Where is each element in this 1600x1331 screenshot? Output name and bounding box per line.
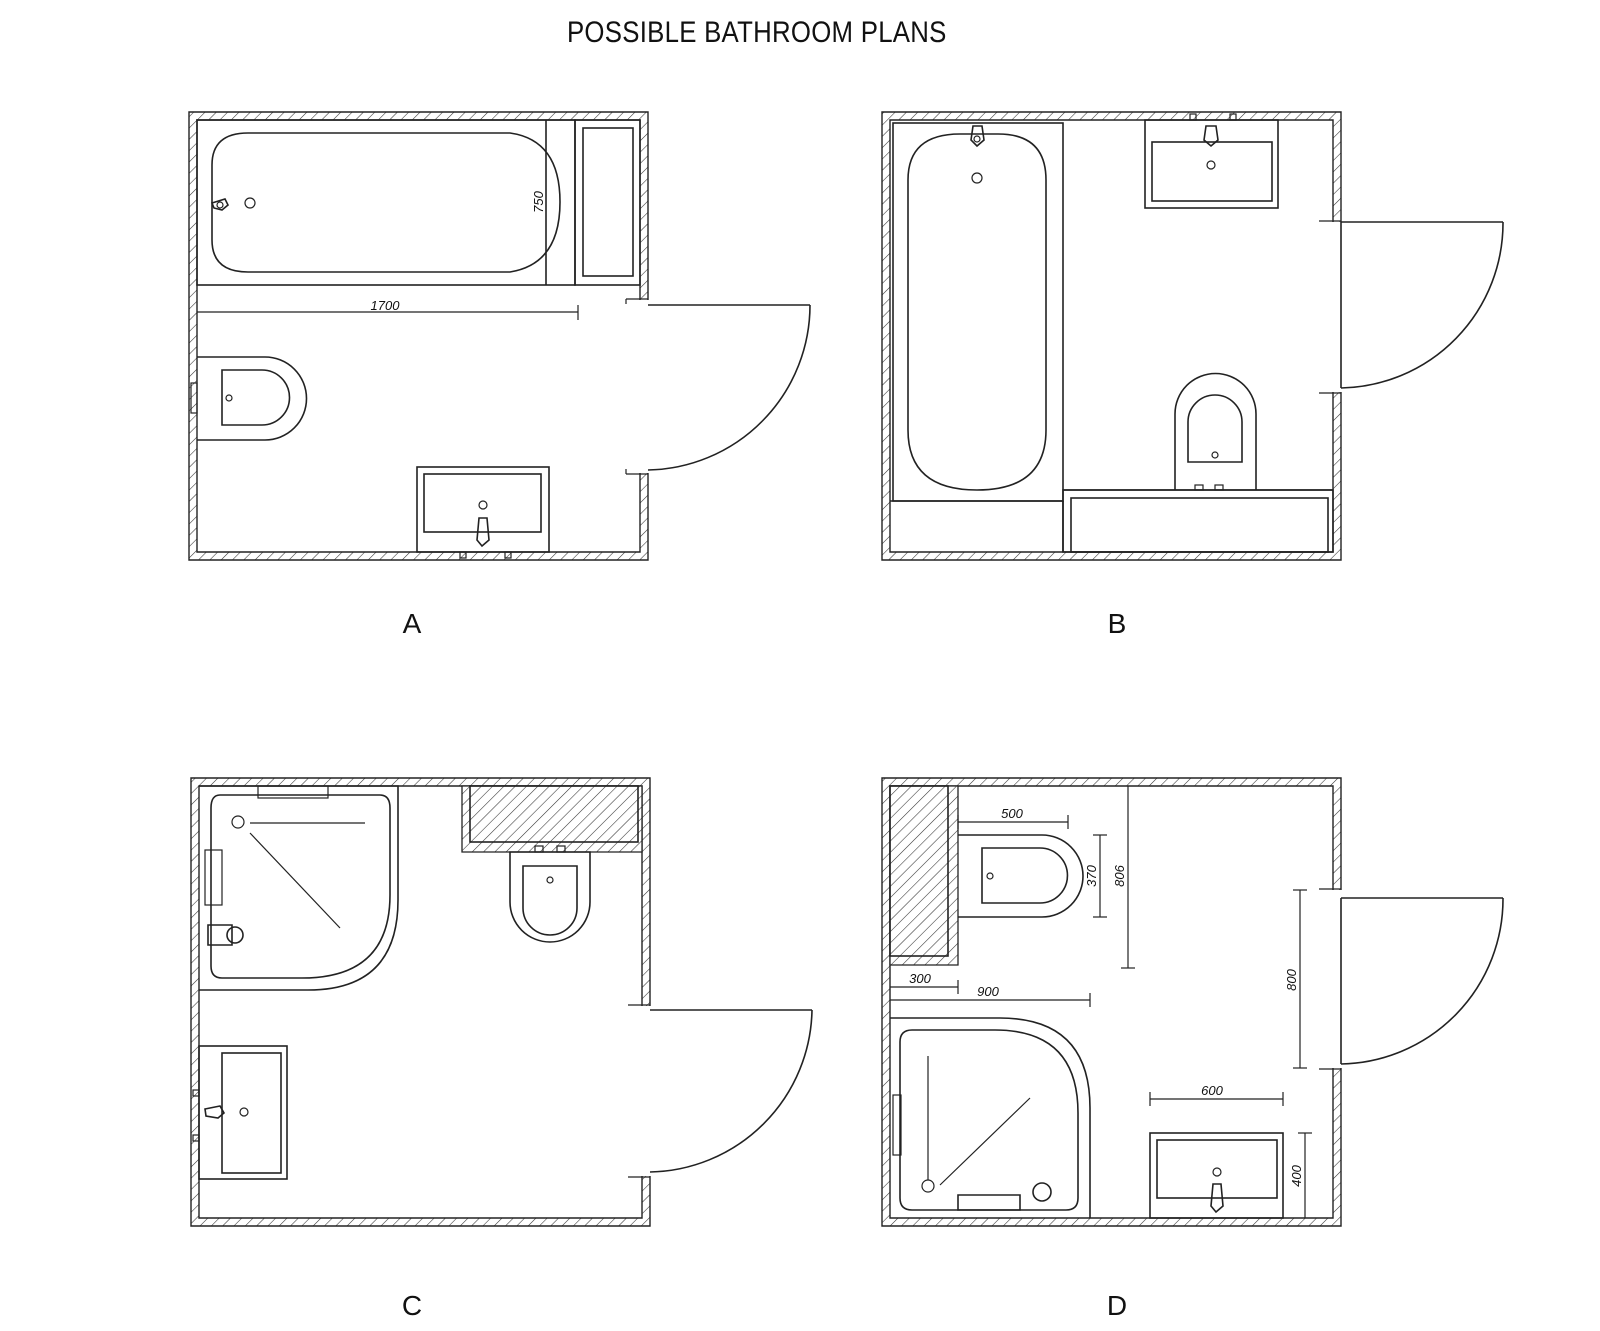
- door-swing: [647, 304, 811, 471]
- dimension-text: 750: [531, 190, 546, 212]
- dimension-text: 800: [1284, 968, 1299, 990]
- plan-a: 1700 750 A: [188, 111, 811, 639]
- dimension-text: 400: [1289, 1164, 1304, 1186]
- shower-mixer-icon: [207, 924, 233, 946]
- plan-c: C: [190, 777, 813, 1321]
- cabinet: [574, 119, 641, 286]
- wall-hatch: [881, 777, 1342, 1227]
- cabinet: [1062, 489, 1334, 553]
- toilet: [1174, 372, 1257, 490]
- bathtub: [892, 122, 1064, 502]
- drain: [231, 815, 245, 829]
- toilet: [958, 834, 1084, 918]
- shower-mixer-icon: [957, 1194, 1021, 1211]
- door-swing: [1340, 221, 1504, 389]
- toilet: [197, 356, 308, 441]
- toilet: [509, 851, 591, 943]
- dimension-text: 370: [1084, 864, 1099, 886]
- dimension-text: 900: [977, 984, 999, 999]
- sink: [416, 466, 550, 553]
- tap-icon: [1203, 125, 1219, 148]
- dimension-text: 600: [1201, 1083, 1223, 1098]
- plan-label: D: [1107, 1290, 1127, 1321]
- sink: [198, 1045, 288, 1180]
- cabinet: [889, 785, 949, 957]
- drain: [921, 1179, 935, 1193]
- plan-d: 500 370 806 300 900 800 600 400 D: [881, 777, 1504, 1321]
- sink: [1149, 1132, 1284, 1219]
- dimension-text: 500: [1001, 806, 1023, 821]
- plan-b: B: [881, 111, 1504, 639]
- tap-icon: [1210, 1183, 1224, 1214]
- dimension-text: 300: [909, 971, 931, 986]
- plan-label: B: [1108, 608, 1127, 639]
- dimension-text: 1700: [371, 298, 401, 313]
- plan-label: C: [402, 1290, 422, 1321]
- cabinet: [469, 785, 639, 843]
- shower-tray: [890, 1017, 1091, 1218]
- sink: [1144, 119, 1279, 209]
- page-title: POSSIBLE BATHROOM PLANS: [566, 16, 947, 49]
- dimension-text: 806: [1112, 864, 1127, 886]
- drain: [971, 172, 983, 184]
- door-swing: [649, 1009, 813, 1173]
- bathtub: [196, 119, 576, 286]
- tap-icon: [204, 1105, 226, 1119]
- tap-icon: [970, 125, 985, 148]
- tap-icon: [210, 198, 229, 211]
- tap-icon: [476, 517, 490, 548]
- shower-tray: [199, 785, 399, 991]
- drain: [244, 197, 256, 209]
- plan-label: A: [403, 608, 422, 639]
- wall-hatch: [188, 111, 649, 561]
- door-swing: [1340, 897, 1504, 1065]
